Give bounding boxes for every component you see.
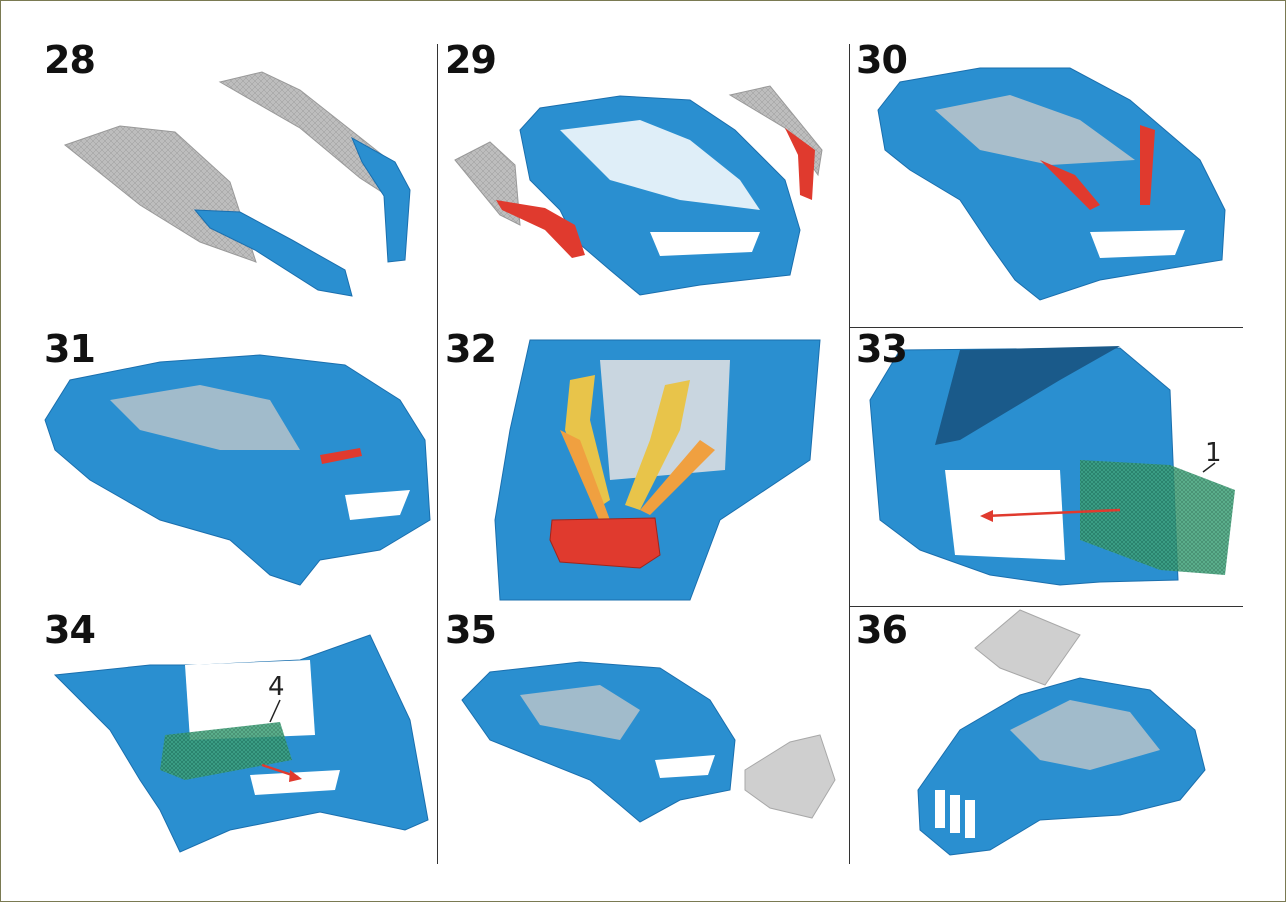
- step-number-31: 31: [44, 327, 96, 371]
- divider-h2: [849, 606, 1243, 607]
- step-33-illustration: [869, 346, 1235, 586]
- step-number-35: 35: [445, 608, 497, 652]
- step-30-illustration: [877, 67, 1226, 301]
- step-number-34: 34: [44, 608, 96, 652]
- step-28-illustration: [63, 71, 411, 297]
- divider-h1: [849, 327, 1243, 328]
- step-number-32: 32: [445, 327, 497, 371]
- step-35-illustration: [461, 661, 836, 823]
- step-31-illustration: [44, 354, 431, 586]
- step-29-illustration: [454, 85, 823, 296]
- step-32-illustration: [494, 339, 821, 601]
- step-number-30: 30: [856, 38, 908, 82]
- callout-label-1: 1: [1205, 438, 1222, 468]
- step-number-28: 28: [44, 38, 96, 82]
- divider-v2: [849, 44, 850, 864]
- step-number-36: 36: [856, 608, 908, 652]
- divider-v1: [437, 44, 438, 864]
- step-number-29: 29: [445, 38, 497, 82]
- callout-label-4: 4: [268, 672, 285, 702]
- step-number-33: 33: [856, 327, 908, 371]
- step-36-illustration: [917, 609, 1206, 856]
- step-34-illustration: [53, 634, 429, 853]
